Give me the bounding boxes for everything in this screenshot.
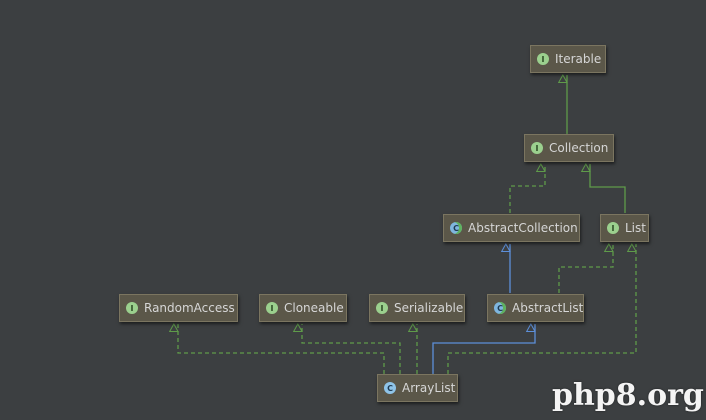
node-serializable[interactable]: I Serializable — [369, 294, 465, 322]
edge-arraylist-to-cloneable — [302, 324, 401, 374]
node-label: Cloneable — [284, 301, 344, 315]
node-label: AbstractList — [512, 301, 584, 315]
node-label: List — [625, 221, 646, 235]
edge-arraylist-to-abstractlist — [432, 324, 535, 374]
node-abstract-collection[interactable]: C AbstractCollection — [443, 214, 580, 242]
interface-icon: I — [266, 302, 278, 314]
class-icon: C — [384, 382, 396, 394]
interface-icon: I — [531, 142, 543, 154]
node-cloneable[interactable]: I Cloneable — [259, 294, 347, 322]
abstract-class-icon: C — [494, 302, 506, 314]
node-label: ArrayList — [402, 381, 456, 395]
edge-abstractlist-to-list — [558, 244, 613, 293]
node-label: AbstractCollection — [468, 221, 578, 235]
edge-arraylist-to-randomaccess — [178, 324, 385, 374]
node-label: Collection — [549, 141, 609, 155]
edge-arraylist-to-list — [447, 244, 636, 374]
watermark-logo: php8.org — [552, 378, 704, 413]
interface-icon: I — [376, 302, 388, 314]
node-label: Serializable — [394, 301, 464, 315]
node-label: RandomAccess — [144, 301, 235, 315]
interface-icon: I — [537, 53, 549, 65]
node-label: Iterable — [555, 52, 602, 66]
node-array-list[interactable]: C ArrayList — [377, 374, 458, 402]
node-random-access[interactable]: I RandomAccess — [119, 294, 238, 322]
edge-list-to-collection — [590, 164, 626, 213]
node-list[interactable]: I List — [600, 214, 649, 242]
node-collection[interactable]: I Collection — [524, 134, 614, 162]
interface-icon: I — [607, 222, 619, 234]
node-iterable[interactable]: I Iterable — [530, 45, 606, 73]
interface-icon: I — [126, 302, 138, 314]
abstract-class-icon: C — [450, 222, 462, 234]
node-abstract-list[interactable]: C AbstractList — [487, 294, 584, 322]
edge-abstractcollection-to-collection — [509, 164, 545, 213]
